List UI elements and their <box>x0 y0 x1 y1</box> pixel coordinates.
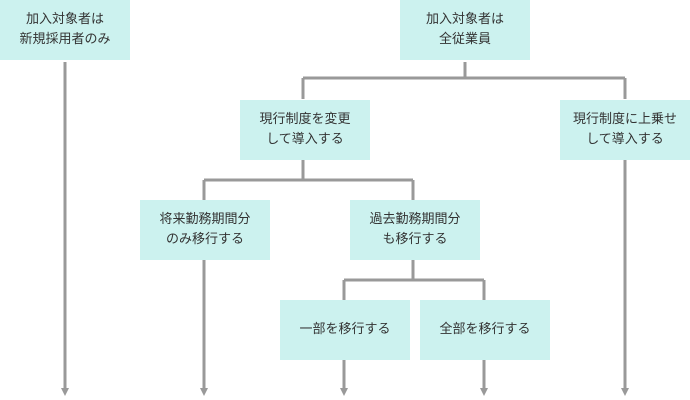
node-partial-transfer-line-1: 一部を移行する <box>299 322 391 337</box>
node-add-on-existing: 現行制度に上乗せ して導入する <box>560 100 690 160</box>
node-change-existing: 現行制度を変更 して導入する <box>240 100 370 160</box>
node-add-on-existing-line-1: 現行制度に上乗せ <box>572 112 677 127</box>
node-add-on-existing-line-2: して導入する <box>586 132 664 147</box>
node-future-service-line-2: のみ移行する <box>165 232 244 247</box>
node-change-existing-line-2: して導入する <box>266 132 344 147</box>
node-full-transfer-line-1: 全部を移行する <box>439 322 531 337</box>
node-past-service-line-1: 過去勤務期間分 <box>369 212 461 227</box>
node-all-employees-line-2: 全従業員 <box>438 32 491 47</box>
node-future-service-line-1: 将来勤務期間分 <box>159 212 251 227</box>
node-all-employees: 加入対象者は 全従業員 <box>400 0 530 60</box>
node-change-existing-line-1: 現行制度を変更 <box>259 112 351 127</box>
node-partial-transfer: 一部を移行する <box>280 300 410 360</box>
node-future-service: 将来勤務期間分 のみ移行する <box>140 200 270 260</box>
node-new-hires-line-1: 加入対象者は <box>25 12 104 27</box>
node-full-transfer: 全部を移行する <box>420 300 550 360</box>
node-new-hires: 加入対象者は 新規採用者のみ <box>0 0 130 60</box>
node-new-hires-line-2: 新規採用者のみ <box>19 32 111 47</box>
node-past-service: 過去勤務期間分 も移行する <box>350 200 480 260</box>
node-all-employees-line-1: 加入対象者は <box>425 12 504 27</box>
node-past-service-line-2: も移行する <box>382 232 448 247</box>
